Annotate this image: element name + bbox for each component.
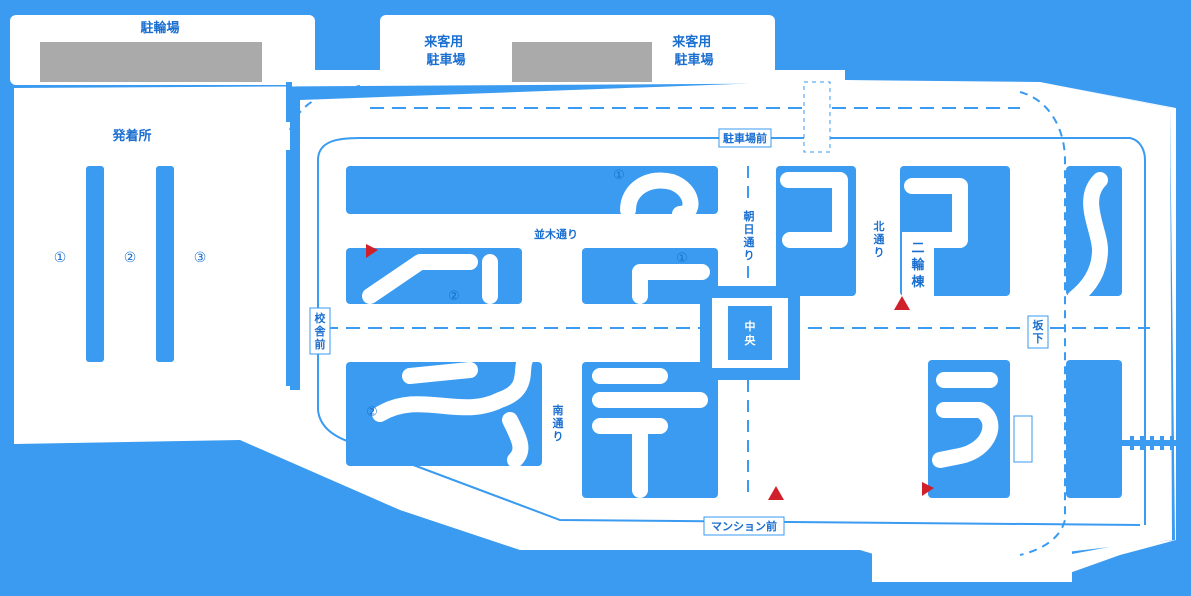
visitor-parking-left-label: 来客用 駐車場: [423, 34, 468, 68]
visitor-parking-right-line2: 駐車場: [674, 52, 713, 68]
lane-2: ②: [124, 250, 137, 266]
course-curves: [362, 172, 1108, 498]
road-kita-label: 北通り: [874, 219, 885, 259]
tag-asahi: 朝日通り: [740, 204, 758, 266]
road-namiki-label: 並木通り: [534, 227, 578, 241]
tag-parking-front: 駐車場前: [718, 128, 772, 148]
visitor-parking-left-line1: 来客用: [423, 34, 463, 50]
nimune-building: 二輪棟: [902, 232, 934, 300]
lane-3: ③: [194, 250, 207, 266]
visitor-parking-right-line1: 来客用: [671, 34, 711, 50]
course-mark-2b: ②: [366, 405, 378, 420]
tag-kosha-mae: 校舎前: [309, 307, 331, 355]
parking-slots: [40, 42, 652, 82]
tag-mansion-mae: マンション前: [703, 516, 785, 536]
course-mark-1a: ①: [613, 168, 625, 183]
svg-text:二輪棟: 二輪棟: [911, 241, 925, 290]
svg-text:校舎前: 校舎前: [315, 311, 327, 351]
stop-sign-icon: [366, 244, 934, 500]
road-minami-label: 南通り: [553, 403, 564, 443]
visitor-parking-right-label: 来客用 駐車場: [671, 34, 716, 68]
visitor-parking-left-line2: 駐車場: [426, 52, 465, 68]
railway-crossing: [1122, 436, 1178, 450]
departure-label: 発着所: [111, 128, 151, 144]
departure-lanes: [86, 82, 292, 386]
svg-text:中央: 中央: [745, 319, 757, 347]
info-building: [1013, 415, 1033, 463]
svg-text:駐車場前: 駐車場前: [723, 131, 767, 145]
svg-text:坂下: 坂下: [1033, 318, 1045, 345]
tag-sakashita: 坂下: [1027, 315, 1049, 349]
tag-chuo: 中央: [745, 319, 757, 347]
course-mark-2a: ②: [448, 289, 460, 304]
central-intersection: [700, 81, 831, 380]
lane-1: ①: [54, 250, 67, 266]
svg-text:マンション前: マンション前: [711, 519, 777, 533]
svg-text:朝日通り: 朝日通り: [744, 209, 755, 262]
bicycle-parking-label: 駐輪場: [140, 20, 179, 36]
course-mark-1b: ①: [676, 251, 688, 266]
